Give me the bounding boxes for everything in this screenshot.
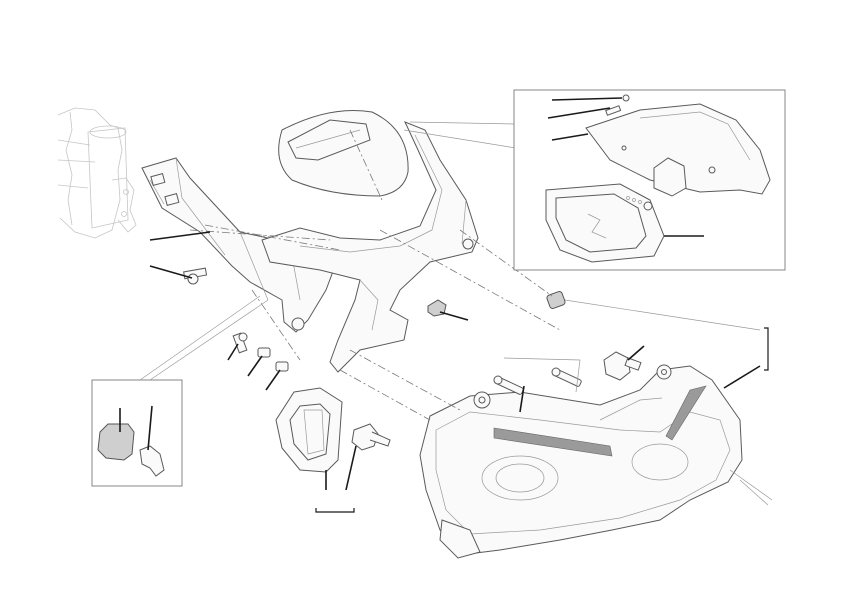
leader-pad-b <box>147 405 153 451</box>
ghost-motorcycle-front <box>57 107 137 239</box>
group-bracket-right <box>764 327 769 371</box>
leader-bulb <box>345 445 357 491</box>
spacer-bushing <box>546 291 566 309</box>
bulb-holder <box>351 423 391 451</box>
screw-and-washer <box>605 94 630 116</box>
detail-box-rubber-pads <box>91 295 269 487</box>
leader-bracket <box>149 231 211 241</box>
leader-bolt-a <box>227 343 239 361</box>
instrument-panel-cover <box>278 109 409 201</box>
leader-screw <box>551 97 623 101</box>
leader-bolt-c <box>265 369 281 391</box>
assembly-guide-lines <box>251 121 773 506</box>
detail-box-instrument-cluster <box>513 89 786 271</box>
bracket-bolts-column <box>232 332 289 372</box>
instrument-dashboard <box>545 183 665 263</box>
upper-bulb-holder <box>603 351 642 381</box>
fairing-frame <box>189 121 479 373</box>
leader-upper-bulb <box>627 345 645 361</box>
position-lamps <box>493 367 582 395</box>
leader-lamp <box>519 385 525 413</box>
leader-cover <box>551 133 589 141</box>
leader-bolt-b <box>247 355 263 377</box>
headlight-assembly <box>419 364 743 559</box>
headlight-support-bracket <box>141 157 339 333</box>
leader-bolt <box>149 265 193 279</box>
leader-grommet <box>439 311 469 321</box>
lens-frame-cover <box>275 387 343 473</box>
leader-washer <box>547 107 611 119</box>
group-bracket-bottom <box>315 508 355 513</box>
leader-lines <box>119 97 761 491</box>
instrument-cover-shell <box>585 103 771 197</box>
leader-strip <box>723 365 761 389</box>
